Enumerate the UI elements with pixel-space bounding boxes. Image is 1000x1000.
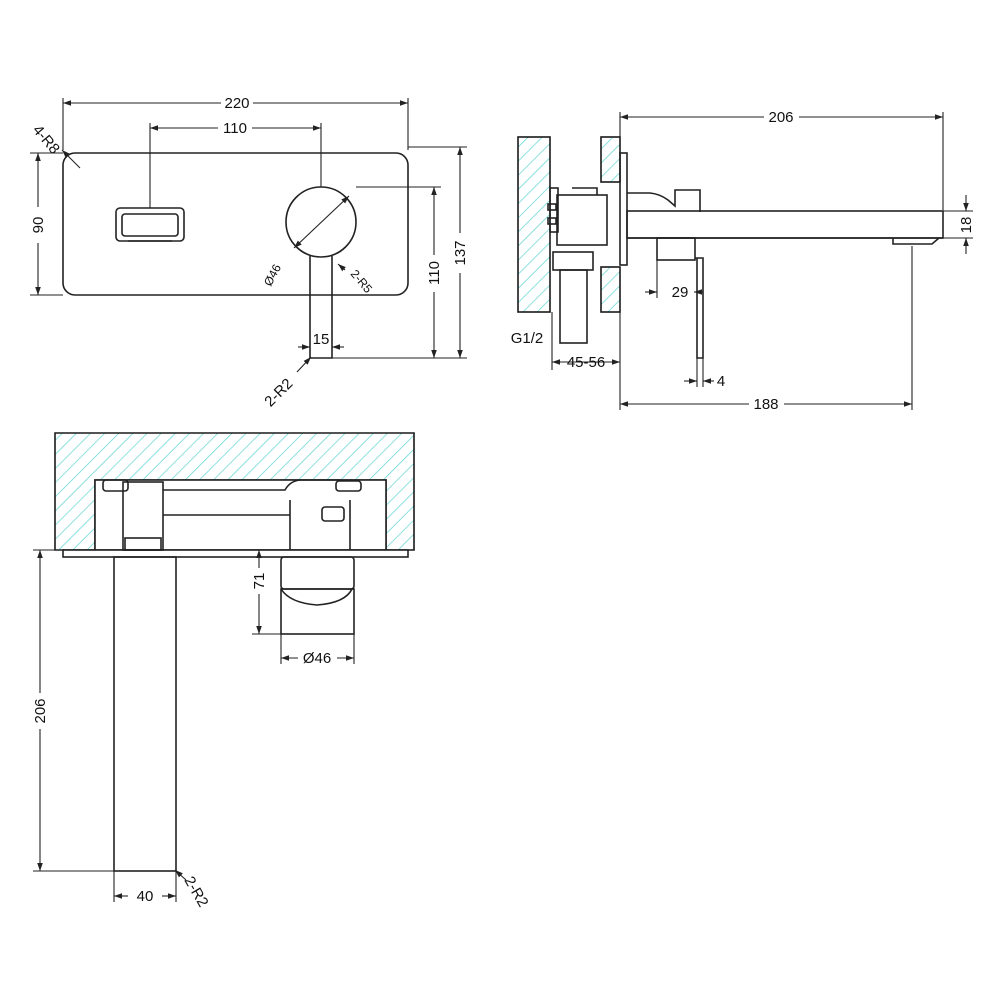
- handle-top: [280, 556, 355, 635]
- spout-front: [113, 556, 177, 872]
- dim-total-height: 137: [452, 240, 469, 265]
- wall-section-lower: [600, 266, 621, 313]
- front-plate: [62, 152, 409, 296]
- dim-handle-diameter: Ø46: [303, 650, 331, 667]
- top-plate: [62, 549, 409, 558]
- dim-lever-thickness: 4: [717, 373, 725, 390]
- side-view: 206 18 29 G1/2 45-56 4 188: [511, 109, 975, 413]
- dim-projection: 206: [768, 109, 793, 126]
- dim-width-overall: 220: [224, 95, 249, 112]
- valve-body: [547, 187, 608, 344]
- spout-outlet: [115, 207, 185, 242]
- wall-section-back: [517, 136, 551, 313]
- dim-centres: 110: [223, 120, 247, 137]
- dim-thread: G1/2: [511, 330, 544, 347]
- dim-spout-thickness: 18: [958, 217, 975, 234]
- dim-handle-length: 71: [251, 573, 268, 590]
- dim-corner-radius: 4-R8: [29, 122, 63, 158]
- dim-lever-tip-radius: 2-R2: [261, 375, 296, 410]
- spout-side: [626, 189, 944, 359]
- dim-height: 90: [30, 217, 47, 234]
- dim-offset: 29: [672, 284, 689, 301]
- front-view: 220 110 4-R8 90 Ø46 2-R5 110 137: [29, 95, 469, 410]
- dim-wall-depth: 45-56: [567, 354, 605, 371]
- wall-section-upper: [600, 136, 621, 183]
- top-view: 71 Ø46 206 40 2-R2: [32, 432, 415, 911]
- dim-lever-radius: 2-R5: [348, 267, 376, 296]
- dim-spout-radius: 2-R2: [181, 874, 212, 911]
- dim-spout-reach: 188: [753, 396, 778, 413]
- cover-plate: [619, 152, 628, 266]
- dim-spout-length: 206: [32, 698, 49, 723]
- dim-lever-diameter: Ø46: [261, 262, 284, 289]
- dim-spout-width: 40: [137, 888, 154, 905]
- spout-top: [102, 479, 362, 551]
- dim-lever-width: 15: [313, 331, 330, 348]
- dim-handle-height: 110: [426, 261, 443, 285]
